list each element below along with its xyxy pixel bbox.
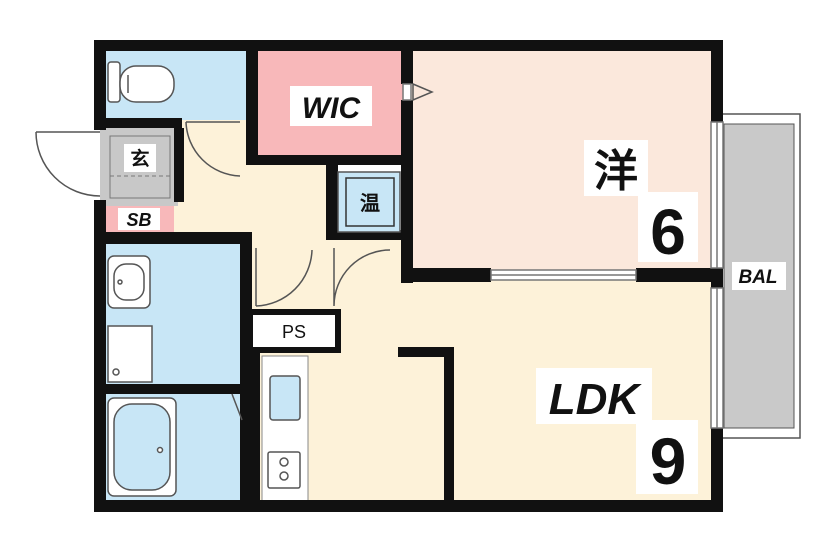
washing-machine-space [107,325,153,383]
toilet-fixture [107,61,175,103]
label-shoe-box: SB [118,208,160,230]
wic-label: WIC [302,92,362,125]
ldk-label: LDK [549,375,643,424]
label-wic: WIC [290,86,372,126]
ldk-size: 9 [650,424,687,498]
entrance-label: 玄 [130,147,149,170]
label-pipe-space: PS [282,322,306,342]
windows [402,83,724,429]
label-water-heater: 温 [360,191,380,215]
balcony-label: BAL [738,267,777,288]
kitchen-sink [269,375,301,421]
water-heater-label: 温 [360,191,380,215]
entrance-step [109,135,171,199]
label-ldk: LDK 9 [536,368,698,498]
pipe-space-label: PS [282,322,306,342]
doors [35,82,434,421]
western-room-label: 洋 [594,146,638,197]
label-balcony: BAL [732,262,786,290]
stove [267,451,301,489]
washbasin [107,255,151,309]
shoe-box-label: SB [126,210,151,230]
walls [94,40,723,512]
western-room-size: 6 [650,196,686,268]
water-heater-box [337,171,401,233]
label-entrance: 玄 [124,144,156,172]
label-western-room: 洋 6 [584,140,698,268]
bathtub [107,397,177,497]
